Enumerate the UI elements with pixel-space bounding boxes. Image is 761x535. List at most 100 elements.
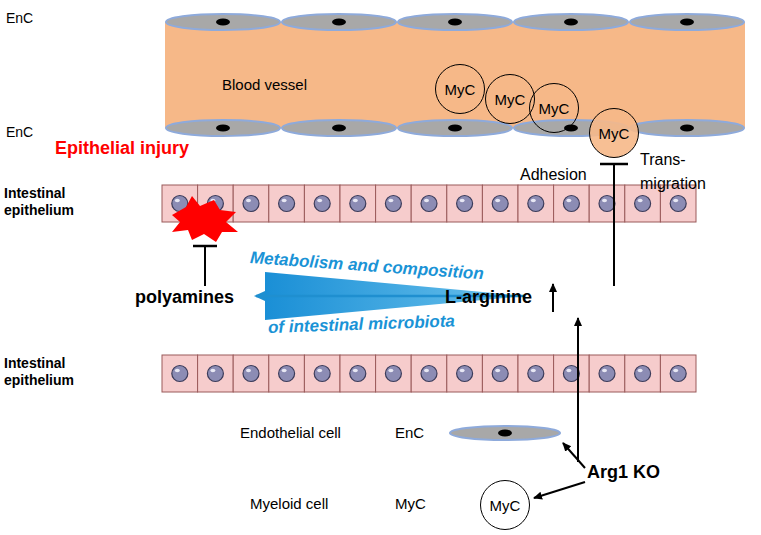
epithelial-cell (447, 355, 483, 392)
epithelial-cell (482, 355, 518, 392)
text-label: Myeloid cell (250, 495, 328, 513)
highlight (638, 199, 643, 203)
highlight (460, 199, 465, 203)
nucleus (457, 196, 473, 212)
text-label: Intestinal epithelium (4, 355, 96, 389)
text-label: Adhesion (520, 165, 587, 184)
epithelial-cell (198, 355, 234, 392)
epithelial-cell (518, 185, 554, 222)
epithelial-cell (340, 355, 376, 392)
nucleus (207, 366, 223, 382)
highlight (388, 369, 393, 373)
epithelial-cell (376, 185, 412, 222)
blood-vessel: Blood vesselMyCMyCMyCMyC (165, 22, 745, 128)
highlight (424, 199, 429, 203)
nucleus (457, 366, 473, 382)
arrow (563, 443, 585, 468)
inhibition-bar (193, 245, 217, 248)
epithelial-cell (660, 355, 696, 392)
text-label: Intestinal epithelium (4, 185, 96, 219)
text-label: Epithelial injury (55, 138, 189, 160)
nucleus (243, 196, 259, 212)
highlight (673, 199, 678, 203)
nucleus (492, 196, 508, 212)
endothelial-cell (630, 14, 744, 30)
inhibition-line (204, 246, 206, 286)
highlight (673, 369, 678, 373)
nucleus (216, 125, 230, 132)
epithelial-cell (554, 355, 590, 392)
nucleus (564, 19, 578, 26)
epithelial-cell (304, 355, 340, 392)
highlight (531, 369, 536, 373)
increase-arrow (552, 284, 554, 312)
nucleus (332, 125, 346, 132)
nucleus (279, 366, 295, 382)
nucleus (680, 125, 694, 132)
nucleus (492, 366, 508, 382)
nucleus (279, 196, 295, 212)
endothelial-cell (398, 120, 512, 136)
node-label: MyC (495, 91, 526, 108)
myeloid-cell: MyC (529, 83, 579, 133)
epithelium (162, 185, 696, 392)
highlight (175, 199, 180, 203)
highlight (531, 199, 536, 203)
highlight (282, 369, 287, 373)
nucleus (680, 19, 694, 26)
endothelial-cell (166, 14, 280, 30)
nucleus (350, 196, 366, 212)
myeloid-cell: MyC (485, 74, 535, 124)
epithelial-cell (162, 355, 198, 392)
nucleus (528, 366, 544, 382)
epithelial-cell (554, 185, 590, 222)
text-label: EnC (395, 424, 424, 442)
highlight (353, 199, 358, 203)
highlight (566, 369, 571, 373)
highlight (210, 369, 215, 373)
endothelial-cell (282, 14, 396, 30)
node-label: MyC (490, 497, 521, 514)
nucleus (670, 196, 686, 212)
highlight (353, 369, 358, 373)
vessel-lumen (165, 22, 745, 128)
epithelial-cell (233, 355, 269, 392)
nucleus (635, 196, 651, 212)
inhibition-line (613, 164, 615, 286)
nucleus (670, 366, 686, 382)
nucleus (421, 366, 437, 382)
nucleus (385, 366, 401, 382)
myeloid-cell: MyC (589, 108, 639, 158)
nucleus (528, 196, 544, 212)
nucleus (635, 366, 651, 382)
highlight (602, 199, 607, 203)
epithelial-cell (625, 355, 661, 392)
myeloid-cell: MyC (435, 64, 485, 114)
text-label: L-arginine (445, 287, 532, 309)
text-label: Trans- migration (640, 148, 724, 196)
nucleus (563, 196, 579, 212)
myeloid-cell: MyC (480, 480, 530, 530)
endothelium (166, 14, 744, 136)
epithelial-cell (376, 355, 412, 392)
highlight (246, 369, 251, 373)
endothelial-cell (166, 120, 280, 136)
highlight (388, 199, 393, 203)
injury-splash (172, 196, 238, 242)
epithelial-cell (269, 355, 305, 392)
text-label: polyamines (135, 287, 234, 309)
node-label: MyC (539, 100, 570, 117)
nucleus (448, 19, 462, 26)
nucleus (243, 366, 259, 382)
highlight (638, 369, 643, 373)
epithelial-cell (589, 355, 625, 392)
epithelial-cell (304, 185, 340, 222)
highlight (317, 369, 322, 373)
endothelial-cell (398, 14, 512, 30)
epithelial-cell (411, 185, 447, 222)
text-label: EnC (6, 10, 33, 27)
nucleus (448, 125, 462, 132)
node-label: Blood vessel (222, 76, 307, 93)
nucleus (385, 196, 401, 212)
highlight (602, 369, 607, 373)
